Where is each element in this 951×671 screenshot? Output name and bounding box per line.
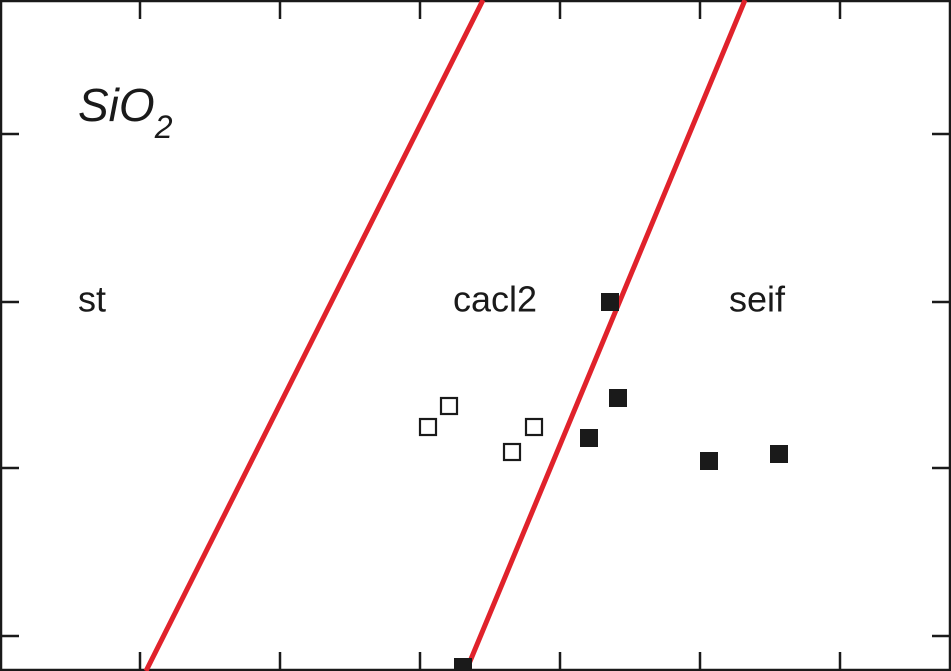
phase-boundaries	[143, 0, 748, 671]
open-square-marker-1	[439, 396, 459, 416]
open-square-marker-3	[524, 417, 544, 437]
filled-square-marker-3	[700, 452, 718, 470]
phase-label-seif: seif	[729, 279, 786, 320]
boundary-line-cacl2-seif	[463, 0, 748, 671]
open-square-marker-0	[418, 417, 438, 437]
data-markers	[418, 293, 788, 671]
filled-square-marker-2	[580, 429, 598, 447]
filled-square-marker-5	[454, 658, 472, 671]
phase-label-cacl2: cacl2	[453, 279, 537, 320]
chart-title-subscript: 2	[154, 109, 173, 145]
boundary-line-st-cacl2	[143, 0, 486, 671]
chart-title: SiO2	[78, 79, 173, 145]
phase-label-st: st	[78, 279, 106, 320]
filled-square-marker-1	[609, 389, 627, 407]
phase-labels: st cacl2 seif	[78, 279, 786, 320]
open-square-marker-2	[502, 442, 522, 462]
filled-square-marker-0	[601, 293, 619, 311]
filled-square-marker-4	[770, 445, 788, 463]
chart-title-text: SiO	[78, 79, 155, 131]
